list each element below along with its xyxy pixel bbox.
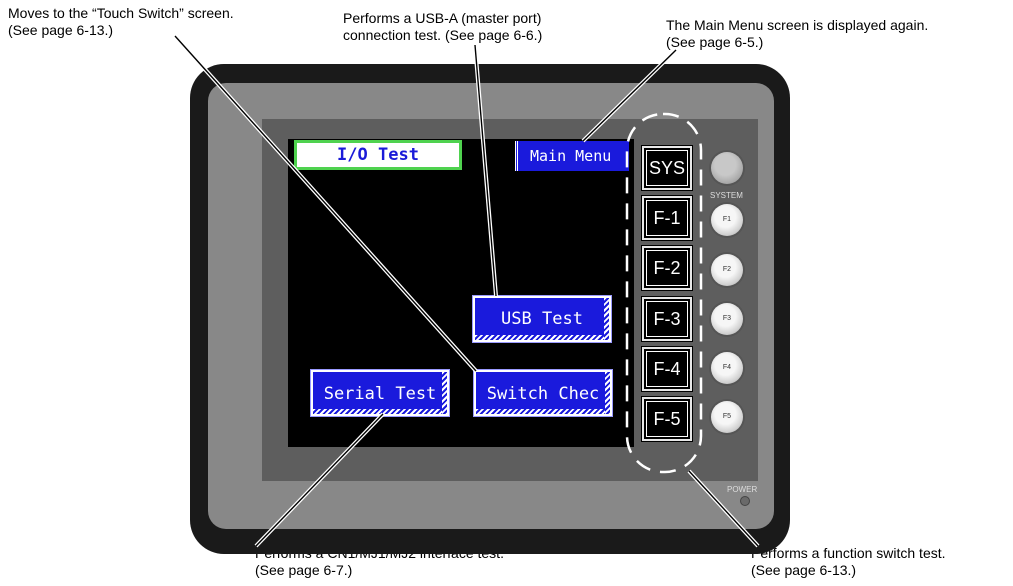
leader-line-serial bbox=[255, 413, 384, 547]
hardware-button-f2[interactable]: F2 bbox=[711, 254, 743, 286]
button-hatch bbox=[604, 298, 609, 340]
system-label: SYSTEM bbox=[710, 191, 743, 200]
leader-line-touch-switch bbox=[174, 35, 477, 372]
hardware-button-f5[interactable]: F5 bbox=[711, 401, 743, 433]
leader-line-main-menu bbox=[582, 49, 677, 142]
leader-line-function bbox=[688, 470, 759, 547]
function-key-f2[interactable]: F-2 bbox=[641, 245, 693, 291]
power-led bbox=[740, 496, 750, 506]
button-hatch bbox=[475, 335, 609, 340]
function-key-f1[interactable]: F-1 bbox=[641, 195, 693, 241]
callout-touch-switch: Moves to the “Touch Switch” screen. (See… bbox=[8, 5, 234, 38]
callout-main-menu: The Main Menu screen is displayed again.… bbox=[666, 17, 929, 50]
serial-test-button[interactable]: Serial Test bbox=[310, 369, 450, 417]
usb-test-button-label: USB Test bbox=[501, 309, 583, 329]
leader-line-usb bbox=[474, 44, 497, 297]
system-hardware-button[interactable] bbox=[711, 152, 743, 184]
callout-function-switch: Performs a function switch test. (See pa… bbox=[751, 545, 946, 578]
function-key-f5[interactable]: F-5 bbox=[641, 396, 693, 442]
button-hatch bbox=[476, 409, 610, 414]
function-key-f4[interactable]: F-4 bbox=[641, 346, 693, 392]
hardware-button-f1[interactable]: F1 bbox=[711, 204, 743, 236]
switch-check-button-label: Switch Chec bbox=[486, 384, 600, 404]
function-key-sys[interactable]: SYS bbox=[641, 145, 693, 191]
switch-check-button[interactable]: Switch Chec bbox=[473, 369, 613, 417]
screen-title: I/O Test bbox=[294, 140, 462, 170]
button-hatch bbox=[605, 372, 610, 414]
button-hatch bbox=[442, 372, 447, 414]
function-key-f3[interactable]: F-3 bbox=[641, 296, 693, 342]
callout-usb-test: Performs a USB-A (master port) connectio… bbox=[343, 10, 543, 43]
hardware-button-f3[interactable]: F3 bbox=[711, 303, 743, 335]
main-menu-button[interactable]: Main Menu bbox=[515, 141, 629, 171]
usb-test-button[interactable]: USB Test bbox=[472, 295, 612, 343]
hardware-button-f4[interactable]: F4 bbox=[711, 352, 743, 384]
function-key-dashed-highlight bbox=[625, 112, 703, 474]
power-label: POWER bbox=[727, 485, 758, 494]
serial-test-button-label: Serial Test bbox=[323, 384, 437, 404]
button-hatch bbox=[313, 409, 447, 414]
